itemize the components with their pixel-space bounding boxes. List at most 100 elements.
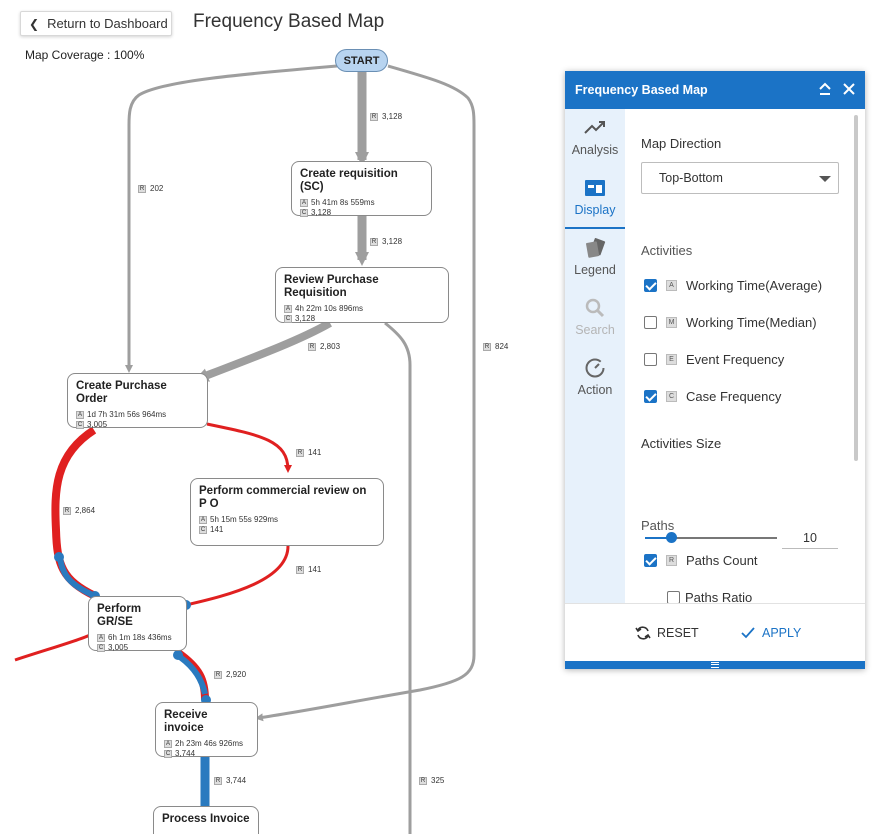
activity-name: Process Invoice xyxy=(162,813,250,825)
paths-count-tag-icon: R xyxy=(63,506,71,515)
activity-name: Create requisition (SC) xyxy=(300,168,398,193)
paths-count-tag-icon: R xyxy=(214,776,222,785)
avg-time-tag-icon: A xyxy=(199,515,207,524)
option-event-frequency[interactable]: E Event Frequency xyxy=(644,349,784,369)
avg-time-tag-icon: A xyxy=(76,410,84,419)
paths-count-tag-icon: R xyxy=(296,448,304,457)
case-token-marker xyxy=(173,650,183,660)
edge-count: 2,864 xyxy=(75,506,96,515)
activities-size-label: Activities Size xyxy=(641,436,722,451)
activity-node-process-invoice[interactable]: Process Invoice xyxy=(153,806,259,834)
activities-section-label: Activities xyxy=(641,243,693,258)
activities-size-slider-handle[interactable] xyxy=(665,532,677,543)
page-title: Frequency Based Map xyxy=(193,11,385,32)
option-label: Event Frequency xyxy=(686,351,785,367)
tab-label: Action xyxy=(577,383,613,397)
avg-time-tag-icon: A xyxy=(97,633,105,642)
apply-button[interactable]: APPLY xyxy=(741,626,801,640)
tab-label: Analysis xyxy=(571,143,619,157)
case-count-tag-icon: C xyxy=(76,420,84,429)
tab-action[interactable]: Action xyxy=(565,349,625,409)
apply-label: APPLY xyxy=(762,626,802,640)
return-to-dashboard-label: Return to Dashboard xyxy=(47,16,168,31)
edge-start-to-receive-invoice[interactable] xyxy=(255,64,476,722)
checkbox[interactable] xyxy=(644,389,657,403)
checkbox[interactable] xyxy=(644,553,657,567)
edge-count: 3,128 xyxy=(382,112,403,121)
option-case-frequency[interactable]: C Case Frequency xyxy=(644,386,781,406)
edge-review-to-process-invoice[interactable] xyxy=(384,321,412,834)
collapse-panel-icon[interactable] xyxy=(817,80,833,98)
option-working-time-average[interactable]: A Working Time(Average) xyxy=(644,275,822,295)
edge-count: 2,920 xyxy=(226,670,247,679)
reset-button[interactable]: RESET xyxy=(635,626,699,640)
tab-display[interactable]: Display xyxy=(565,169,625,229)
activity-name: Receive invoice xyxy=(164,709,208,734)
map-direction-select[interactable]: Top-Bottom xyxy=(641,162,839,194)
edge-commercial-review-to-gr[interactable] xyxy=(185,545,290,607)
close-panel-icon[interactable] xyxy=(841,81,857,97)
tab-analysis[interactable]: Analysis xyxy=(565,109,625,169)
edge-count: 325 xyxy=(431,776,445,785)
checkbox[interactable] xyxy=(644,352,657,366)
start-node[interactable]: START xyxy=(335,49,388,72)
option-paths-count[interactable]: R Paths Count xyxy=(644,550,758,570)
checkbox[interactable] xyxy=(644,315,657,329)
return-to-dashboard-button[interactable]: ❮ Return to Dashboard xyxy=(20,11,172,36)
paths-count-tag-icon: R xyxy=(370,112,378,121)
tab-legend[interactable]: Legend xyxy=(565,229,625,289)
edge-count: 141 xyxy=(308,448,322,457)
edge-create-po-to-commercial-review[interactable] xyxy=(206,422,292,473)
panel-footer: RESET APPLY xyxy=(565,603,865,661)
case-count-tag-icon: C xyxy=(164,749,172,758)
option-working-time-median[interactable]: M Working Time(Median) xyxy=(644,312,817,332)
avg-time-value: 6h 1m 18s 436ms xyxy=(108,633,172,642)
checkbox[interactable] xyxy=(667,590,680,603)
case-count-tag-icon: C xyxy=(97,643,105,652)
metric-tag-icon: A xyxy=(666,279,677,291)
activities-size-slider-fill xyxy=(645,537,672,539)
edge-start-to-create-po[interactable] xyxy=(125,64,338,373)
activities-size-input[interactable]: 10 xyxy=(782,527,838,549)
edge-external-to-gr[interactable] xyxy=(14,633,91,662)
edge-label: R 3,128 xyxy=(370,112,402,121)
edge-count: 3,744 xyxy=(226,776,247,785)
edge-review-to-create-po[interactable] xyxy=(194,319,332,382)
case-count-value: 3,128 xyxy=(311,208,332,217)
tab-label: Legend xyxy=(574,263,616,277)
resize-grip-icon[interactable] xyxy=(711,662,719,668)
activity-name: Create Purchase Order xyxy=(76,380,167,405)
edge-count: 141 xyxy=(308,565,322,574)
tab-label: Search xyxy=(575,323,615,337)
case-count-tag-icon: C xyxy=(199,525,207,534)
option-label: Working Time(Average) xyxy=(686,277,823,293)
panel-resize-bar[interactable] xyxy=(565,661,865,669)
checkmark-icon xyxy=(741,627,755,639)
panel-title: Frequency Based Map xyxy=(575,83,708,97)
case-count-value: 3,005 xyxy=(87,420,108,429)
edge-count: 202 xyxy=(150,184,164,193)
edge-count: 2,803 xyxy=(320,342,341,351)
case-count-value: 3,744 xyxy=(175,749,196,758)
option-paths-ratio[interactable]: Paths Ratio xyxy=(667,587,752,603)
case-count-value: 3,128 xyxy=(295,314,316,323)
paths-section-label: Paths xyxy=(641,518,675,533)
checkbox[interactable] xyxy=(644,278,657,292)
panel-scrollbar[interactable] xyxy=(854,115,858,461)
activities-size-slider-track[interactable] xyxy=(645,537,777,539)
paths-count-tag-icon: R xyxy=(214,670,222,679)
